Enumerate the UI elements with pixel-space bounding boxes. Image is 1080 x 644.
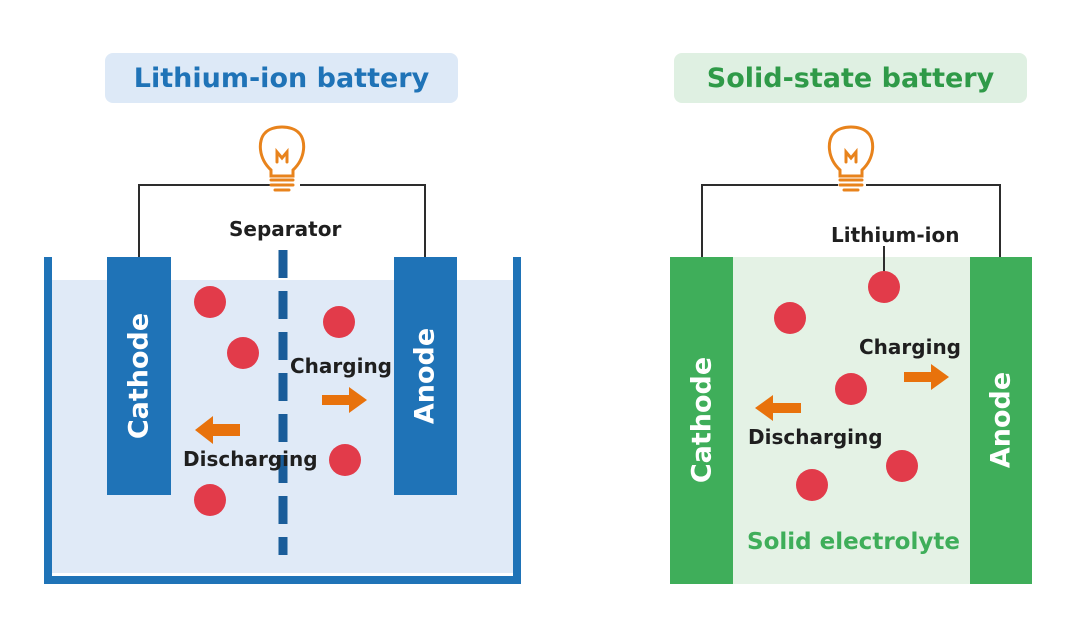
lithium-ion-dot: [774, 302, 806, 334]
lithium-ion-dot: [323, 306, 355, 338]
solid-title-text: Solid-state battery: [706, 62, 995, 94]
light-bulb-icon: [258, 125, 306, 192]
liion-discharging-label: Discharging: [183, 447, 318, 471]
lithium-ion-dot: [227, 337, 259, 369]
solid-charging-label: Charging: [859, 335, 962, 359]
solid-anode-plate: [970, 257, 1032, 584]
discharging-arrow-icon: [195, 416, 240, 444]
lithium-ion-dot: [194, 484, 226, 516]
lithium-ion-dot: [835, 373, 867, 405]
solid-artwork: [670, 125, 1032, 584]
liion-cathode-label: Cathode: [123, 312, 155, 440]
lithium-ion-dot: [886, 450, 918, 482]
liion-anode-plate: [394, 257, 457, 495]
liion-wire: [138, 184, 426, 257]
solid-cathode-plate: [670, 257, 733, 584]
liion-title-text: Lithium-ion battery: [133, 62, 430, 94]
solid-electrolyte-label: Solid electrolyte: [747, 529, 960, 555]
charging-arrow-icon: [904, 364, 949, 390]
lithium-ion-dot: [329, 444, 361, 476]
solid-discharging-label: Discharging: [748, 425, 883, 449]
lithium-ion-dot: [796, 469, 828, 501]
lithium-ion-dot: [194, 286, 226, 318]
discharging-arrow-icon: [755, 395, 801, 421]
light-bulb-icon: [827, 125, 875, 192]
separator-label: Separator: [229, 217, 342, 241]
liion-container: [44, 257, 521, 584]
lithium-ion-label: Lithium-ion: [831, 223, 960, 247]
liion-cathode-plate: [107, 257, 171, 495]
liion-artwork: [44, 125, 521, 584]
solid-title: Solid-state battery: [674, 53, 1027, 103]
liion-title: Lithium-ion battery: [105, 53, 458, 103]
liion-charging-label: Charging: [290, 354, 393, 378]
charging-arrow-icon: [322, 387, 367, 413]
liion-anode-label: Anode: [409, 327, 441, 425]
solid-anode-label: Anode: [985, 371, 1017, 469]
solid-cathode-label: Cathode: [686, 356, 718, 484]
solid-wire: [701, 184, 1001, 257]
lithium-ion-dot: [868, 271, 900, 303]
